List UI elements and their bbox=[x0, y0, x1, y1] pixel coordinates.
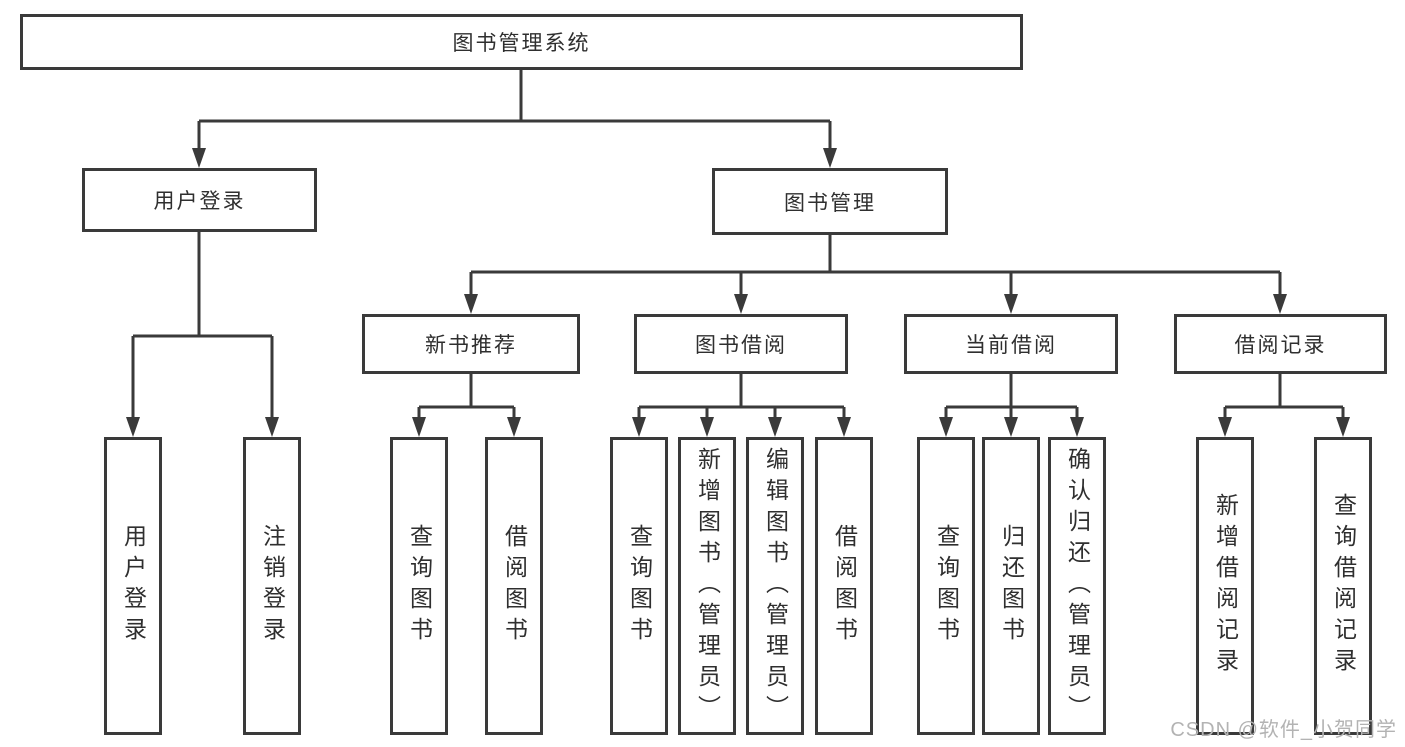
node-borrow-records-label: 借阅记录 bbox=[1234, 334, 1327, 357]
leaf-query-books-borrow-label: 查询图书 bbox=[626, 524, 653, 648]
node-user-login: 用户登录 bbox=[82, 168, 317, 232]
connector-user-login-to-leaves bbox=[126, 232, 279, 437]
connector-new-book-recommend-to-leaves bbox=[412, 374, 521, 437]
node-new-book-recommend: 新书推荐 bbox=[362, 314, 580, 374]
connector-current-borrow-to-leaves bbox=[939, 374, 1084, 437]
leaf-logout: 注销登录 bbox=[243, 437, 301, 735]
leaf-query-books-recommend: 查询图书 bbox=[390, 437, 448, 735]
node-new-book-recommend-label: 新书推荐 bbox=[425, 334, 517, 357]
leaf-edit-books-admin: 编辑图书（管理员） bbox=[746, 437, 804, 735]
connector-book-borrow-to-leaves bbox=[632, 374, 851, 437]
leaf-borrow-books-recommend: 借阅图书 bbox=[485, 437, 543, 735]
node-book-borrow-label: 图书借阅 bbox=[695, 334, 787, 357]
leaf-confirm-return-admin-label: 确认归还（管理员） bbox=[1064, 446, 1091, 726]
leaf-return-books-label: 归还图书 bbox=[998, 524, 1025, 648]
leaf-return-books: 归还图书 bbox=[982, 437, 1040, 735]
leaf-confirm-return-admin: 确认归还（管理员） bbox=[1048, 437, 1106, 735]
node-current-borrow: 当前借阅 bbox=[904, 314, 1118, 374]
leaf-user-login-label: 用户登录 bbox=[120, 524, 147, 648]
node-book-management-label: 图书管理 bbox=[784, 191, 876, 215]
leaf-query-borrow-record-label: 查询借阅记录 bbox=[1330, 493, 1357, 679]
node-root-system: 图书管理系统 bbox=[20, 14, 1023, 70]
leaf-add-borrow-record-label: 新增借阅记录 bbox=[1212, 493, 1239, 679]
leaf-borrow-books-recommend-label: 借阅图书 bbox=[501, 524, 528, 648]
node-root-system-label: 图书管理系统 bbox=[452, 32, 591, 55]
leaf-borrow-books: 借阅图书 bbox=[815, 437, 873, 735]
node-book-management: 图书管理 bbox=[712, 168, 948, 235]
leaf-query-books-current: 查询图书 bbox=[917, 437, 975, 735]
node-user-login-label: 用户登录 bbox=[153, 190, 246, 213]
leaf-query-books-borrow: 查询图书 bbox=[610, 437, 668, 735]
leaf-query-books-recommend-label: 查询图书 bbox=[406, 524, 433, 648]
leaf-add-books-admin: 新增图书（管理员） bbox=[678, 437, 736, 735]
leaf-borrow-books-label: 借阅图书 bbox=[831, 524, 858, 648]
csdn-watermark: CSDN @软件_小贺同学 bbox=[1170, 719, 1397, 741]
connector-book-management-to-level3 bbox=[464, 235, 1287, 314]
node-book-borrow: 图书借阅 bbox=[634, 314, 848, 374]
leaf-user-login: 用户登录 bbox=[104, 437, 162, 735]
leaf-query-borrow-record: 查询借阅记录 bbox=[1314, 437, 1372, 735]
node-current-borrow-label: 当前借阅 bbox=[965, 334, 1057, 357]
connector-root-to-level2 bbox=[192, 70, 837, 168]
leaf-edit-books-admin-label: 编辑图书（管理员） bbox=[762, 446, 789, 726]
leaf-logout-label: 注销登录 bbox=[259, 524, 286, 648]
connector-borrow-records-to-leaves bbox=[1218, 374, 1350, 437]
leaf-query-books-current-label: 查询图书 bbox=[933, 524, 960, 648]
leaf-add-borrow-record: 新增借阅记录 bbox=[1196, 437, 1254, 735]
node-borrow-records: 借阅记录 bbox=[1174, 314, 1387, 374]
leaf-add-books-admin-label: 新增图书（管理员） bbox=[694, 446, 721, 726]
